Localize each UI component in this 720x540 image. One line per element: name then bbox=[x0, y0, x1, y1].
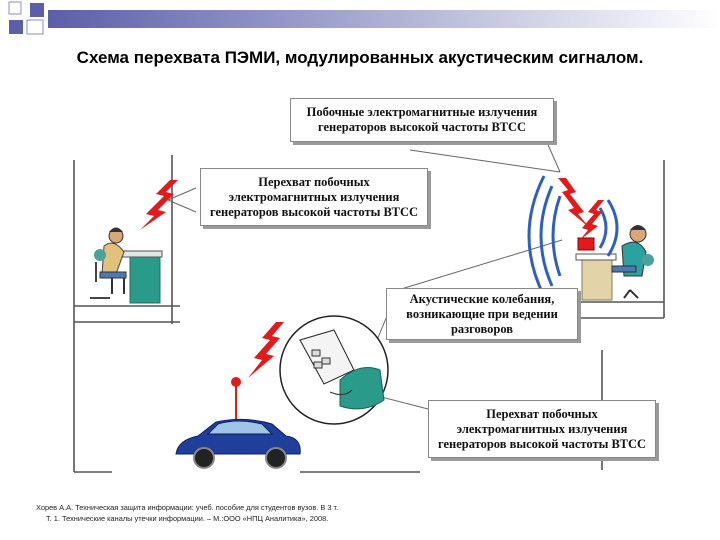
footnote-line: Т. 1. Технические каналы утечки информац… bbox=[46, 514, 329, 523]
lightning-icon bbox=[140, 180, 178, 230]
car-icon bbox=[175, 377, 301, 469]
person-at-desk-icon bbox=[575, 225, 654, 301]
source-footnote: Хорев А.А. Техническая защита информации… bbox=[36, 502, 456, 524]
callout-interception-bottom: Перехват побочных электромагнитных излуч… bbox=[428, 400, 656, 458]
header-gradient-bar bbox=[48, 10, 720, 28]
header-decoration bbox=[8, 1, 720, 35]
telephone-icon bbox=[577, 237, 595, 251]
radio-waves-icon bbox=[527, 175, 619, 297]
header-square bbox=[9, 20, 23, 34]
footnote-line: Хорев А.А. Техническая защита информации… bbox=[36, 503, 339, 512]
callout-acoustic-vibrations: Акустические колебания, возникающие при … bbox=[386, 288, 578, 340]
callout-interception-left: Перехват побочных электромагнитных излуч… bbox=[200, 168, 428, 226]
callout-side-emissions: Побочные электромагнитные излучения гене… bbox=[290, 98, 554, 142]
person-at-desk-icon bbox=[90, 227, 163, 304]
header-square bbox=[26, 19, 44, 35]
device-zoom-icon bbox=[279, 315, 389, 425]
lightning-icon bbox=[248, 322, 284, 378]
slide-title: Схема перехвата ПЭМИ, модулированных аку… bbox=[76, 48, 644, 67]
lightning-icon bbox=[558, 178, 590, 228]
header-square bbox=[30, 3, 44, 17]
lightning-icon bbox=[580, 200, 604, 240]
header-square bbox=[8, 1, 22, 15]
